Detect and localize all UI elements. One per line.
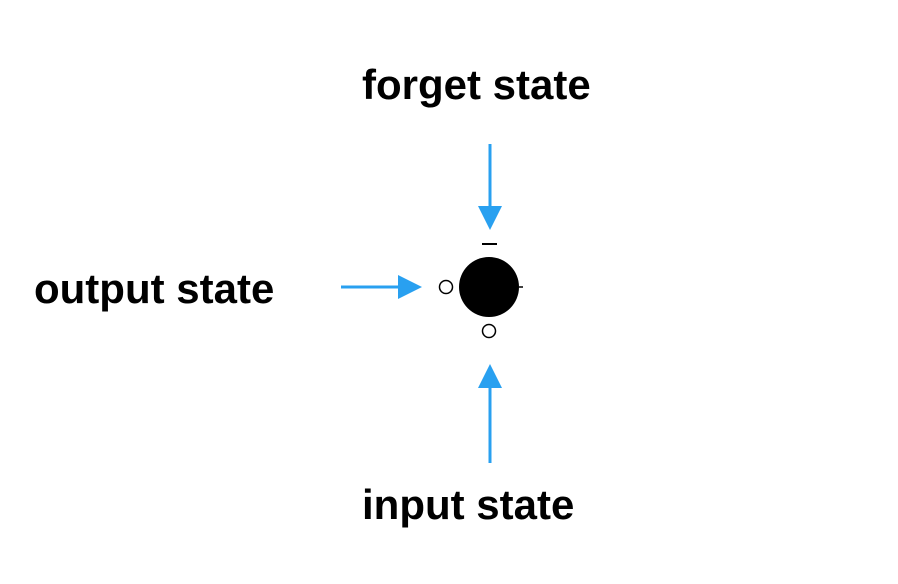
input-gate-circle bbox=[481, 323, 497, 339]
output-gate-circle bbox=[438, 279, 454, 295]
cell-node bbox=[459, 257, 519, 317]
output-state-label: output state bbox=[34, 265, 275, 312]
input-state-label: input state bbox=[362, 481, 575, 528]
forget-state-label: forget state bbox=[362, 61, 591, 108]
